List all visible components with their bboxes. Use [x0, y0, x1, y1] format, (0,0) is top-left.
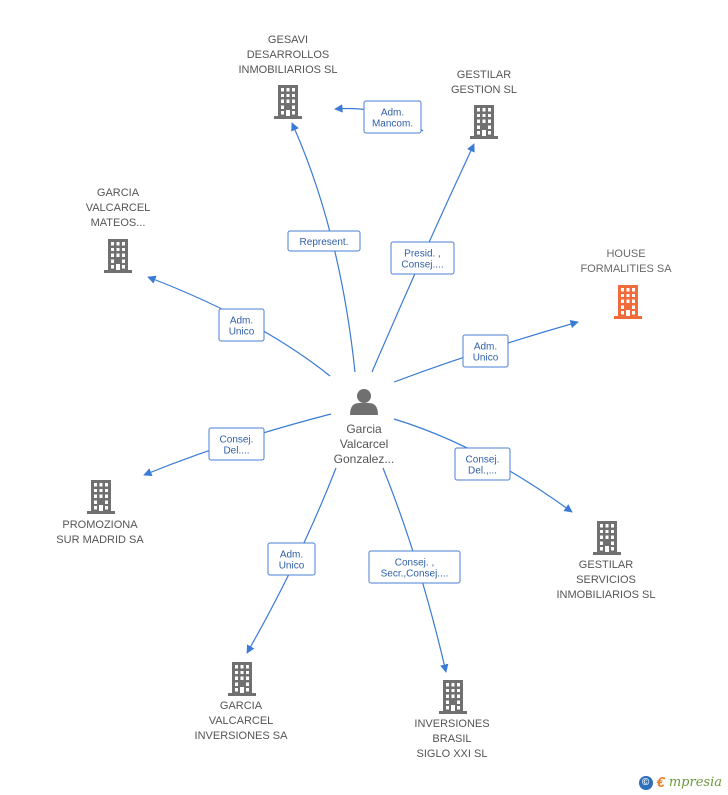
edge-labels-layer: Represent.Adm.Mancom.Presid. ,Consej....…	[208, 100, 511, 584]
node-label-line: GARCIA	[97, 187, 140, 199]
edge-label-box	[208, 427, 265, 461]
edge-label-box	[363, 100, 422, 134]
building-icon	[439, 680, 467, 714]
edge-label-text: Consej.	[466, 455, 500, 466]
node-label-line: DESARROLLOS	[247, 49, 330, 61]
edge-label-box	[390, 241, 455, 275]
edge-label-text: Adm.	[230, 316, 253, 327]
edge-label-text: Represent.	[300, 237, 349, 248]
copyright-icon: ©	[638, 775, 653, 790]
building-icon	[614, 285, 642, 319]
node-inversiones_brasil[interactable]: INVERSIONES BRASIL SIGLO XXI SL	[414, 680, 490, 760]
node-label-line: MATEOS...	[91, 217, 146, 229]
edge-label-e_gestilar_gesavi[interactable]: Adm.Mancom.	[363, 100, 422, 134]
edge-label-text: Adm.	[280, 550, 303, 561]
edge-label-box	[287, 230, 361, 252]
edge-label-box	[368, 550, 461, 584]
edge-label-text: Secr.,Consej....	[381, 568, 449, 579]
edge-label-e_gestilar_servicios[interactable]: Consej.Del.,...	[454, 447, 511, 481]
node-house_formalities[interactable]: HOUSE FORMALITIES SA	[580, 248, 672, 319]
edge-label-e_promoziona[interactable]: Consej.Del....	[208, 427, 265, 461]
building-icon	[470, 105, 498, 139]
node-garcia_mateos[interactable]: GARCIA VALCARCEL MATEOS...	[86, 187, 151, 273]
footer-brand[interactable]: © €mpresia	[638, 774, 722, 791]
edge-label-text: Adm.	[474, 342, 497, 353]
node-label-line: HOUSE	[606, 248, 645, 260]
node-label-line: INMOBILIARIOS SL	[556, 589, 655, 601]
edge-label-text: Del.,...	[468, 465, 497, 476]
building-icon	[87, 480, 115, 514]
node-label-line: SIGLO XXI SL	[417, 748, 488, 760]
edge-label-text: Unico	[229, 326, 255, 337]
edge-label-box	[462, 334, 509, 368]
edge-label-box	[454, 447, 511, 481]
node-label-line: PROMOZIONA	[62, 519, 138, 531]
edge-label-box	[267, 542, 316, 576]
node-label-line: INVERSIONES SA	[195, 730, 289, 742]
edge-label-text: Unico	[279, 560, 305, 571]
node-gestilar_servicios[interactable]: GESTILAR SERVICIOS INMOBILIARIOS SL	[556, 521, 656, 601]
edge-label-text: Mancom.	[372, 118, 413, 129]
edge-label-text: Consej.	[220, 435, 254, 446]
node-label-line: SUR MADRID SA	[56, 534, 144, 546]
edge-label-text: Consej....	[401, 259, 443, 270]
building-icon	[593, 521, 621, 555]
edge-label-e_gesavi[interactable]: Represent.	[287, 230, 361, 252]
edge-label-text: Presid. ,	[404, 249, 441, 260]
node-label-line: BRASIL	[432, 733, 471, 745]
node-promoziona[interactable]: PROMOZIONA SUR MADRID SA	[56, 480, 144, 546]
node-center-person[interactable]: GarciaValcarcelGonzalez...	[334, 389, 395, 466]
center-label-line: Gonzalez...	[334, 452, 395, 466]
edge-label-e_house[interactable]: Adm.Unico	[462, 334, 509, 368]
edge-label-text: Del....	[223, 445, 249, 456]
building-icon	[274, 85, 302, 119]
node-label-line: GARCIA	[220, 700, 263, 712]
node-label-line: GESTILAR	[579, 559, 633, 571]
building-icon	[104, 239, 132, 273]
node-label-line: SERVICIOS	[576, 574, 636, 586]
node-label-line: VALCARCEL	[209, 715, 274, 727]
node-gestilar_gestion[interactable]: GESTILAR GESTION SL	[451, 69, 517, 139]
brand-name: mpresia	[668, 775, 722, 790]
node-label-line: VALCARCEL	[86, 202, 151, 214]
building-icon	[228, 662, 256, 696]
edge-label-box	[218, 308, 265, 342]
edge-label-text: Unico	[473, 352, 499, 363]
node-label-line: GESTILAR	[457, 69, 511, 81]
node-gesavi[interactable]: GESAVI DESARROLLOS INMOBILIARIOS SL	[238, 34, 338, 119]
edge-label-e_garcia_inversiones[interactable]: Adm.Unico	[267, 542, 316, 576]
edge-label-text: Adm.	[381, 108, 404, 119]
node-label-line: FORMALITIES SA	[580, 263, 672, 275]
center-label-line: Valcarcel	[340, 437, 388, 451]
edge-label-e_gestilar_gestion[interactable]: Presid. ,Consej....	[390, 241, 455, 275]
person-icon	[350, 389, 378, 415]
brand-initial: €	[656, 774, 665, 791]
center-label-line: Garcia	[346, 422, 382, 436]
edge-label-text: Consej. ,	[395, 558, 434, 569]
node-garcia_inversiones[interactable]: GARCIA VALCARCEL INVERSIONES SA	[195, 662, 289, 742]
node-label-line: INMOBILIARIOS SL	[238, 64, 337, 76]
edge-label-e_garcia_mateos[interactable]: Adm.Unico	[218, 308, 265, 342]
node-label-line: GESAVI	[268, 34, 308, 46]
node-label-line: GESTION SL	[451, 84, 517, 96]
edge-label-e_inversiones_brasil[interactable]: Consej. ,Secr.,Consej....	[368, 550, 461, 584]
node-label-line: INVERSIONES	[414, 718, 489, 730]
